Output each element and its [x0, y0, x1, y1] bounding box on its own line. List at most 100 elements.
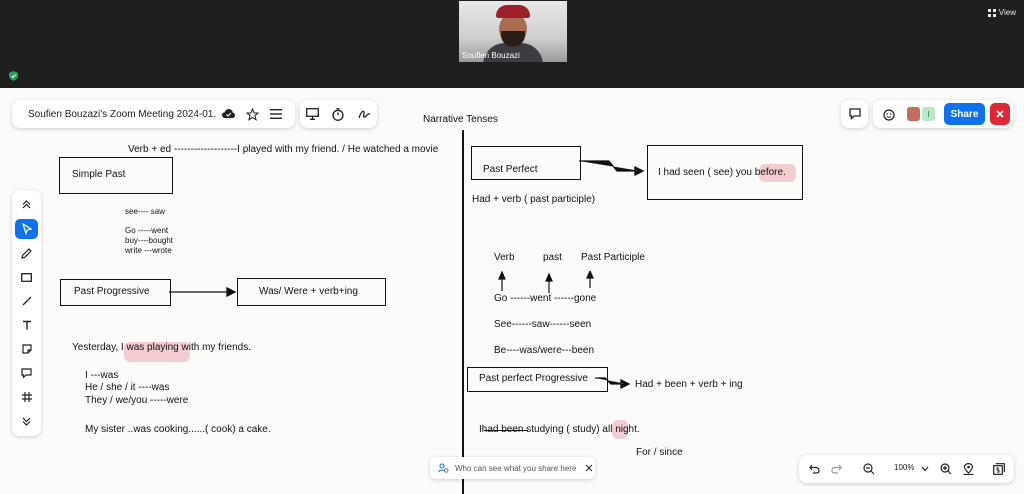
participant-avatar-initial[interactable]: I: [922, 107, 935, 121]
was-were-box: [237, 278, 386, 306]
line-tool[interactable]: [15, 291, 38, 311]
column-past: past: [543, 252, 562, 263]
was-were-rule: Was/ Were + verb+ing: [259, 286, 358, 297]
comment-tool-icon: [21, 368, 32, 378]
undo-button[interactable]: [804, 459, 824, 479]
share-visibility-toast: Who can see what you share here: [430, 457, 595, 479]
had-been-studying-example: Ihad been studying ( study) all night.: [479, 424, 640, 435]
video-person-beard: [501, 31, 525, 47]
meeting-top-bar: Soufien Bouzazi View: [0, 0, 1024, 88]
comment-icon: [848, 108, 861, 120]
location-pin-icon: [963, 463, 973, 475]
view-button[interactable]: View: [987, 8, 1016, 17]
locate-button[interactable]: [958, 459, 978, 479]
participant-name: Soufien Bouzazi: [462, 51, 520, 60]
column-past-participle: Past Participle: [581, 252, 645, 263]
center-divider-line: [462, 130, 464, 494]
share-button[interactable]: Share: [944, 103, 985, 125]
my-sister-example: My sister ..was cooking......( cook) a c…: [85, 424, 271, 435]
board-heading: Narrative Tenses: [423, 114, 498, 125]
video-person-body: [483, 43, 543, 62]
whiteboard-tools-bar: [300, 100, 377, 128]
highlight-was-playing: [124, 342, 190, 362]
participant-video[interactable]: Soufien Bouzazi: [459, 1, 567, 62]
highlight-all: [612, 420, 628, 439]
had-verb-rule: Had + verb ( past participle): [472, 194, 596, 205]
simple-past-label: Simple Past: [72, 169, 126, 180]
collapse-toolbar-button[interactable]: [15, 194, 38, 214]
security-shield-icon[interactable]: [9, 71, 18, 81]
comment-tool[interactable]: [15, 363, 38, 383]
zoom-in-button[interactable]: [936, 459, 956, 479]
past-perfect-progressive-box: [467, 367, 608, 392]
comments-button[interactable]: [841, 100, 868, 128]
participant-avatar-photo[interactable]: [907, 107, 920, 121]
had-been-rule: Had + been + verb + ing: [635, 379, 743, 390]
hamburger-menu-icon[interactable]: [264, 102, 288, 126]
star-icon[interactable]: [240, 102, 264, 126]
column-arrows: [498, 271, 594, 293]
close-icon: [996, 110, 1004, 118]
they-we-you-were: They / we/you -----were: [85, 395, 189, 406]
simple-past-box: [59, 157, 173, 194]
left-toolbar: [12, 190, 41, 436]
highlight-before: [759, 164, 796, 182]
sticky-note-icon: [21, 344, 32, 354]
past-perfect-progressive-arrow: [595, 377, 631, 389]
zoom-controls-bar: 100%: [799, 455, 1014, 483]
past-progressive-label: Past Progressive: [74, 286, 150, 297]
yesterday-example: Yesterday, I was playing with my friends…: [72, 342, 251, 353]
had-seen-example: I had seen ( see) you before.: [658, 167, 786, 178]
zoom-dropdown-button[interactable]: [915, 459, 935, 479]
pages-icon: [993, 463, 1005, 475]
write-wrote: write ---wrote: [125, 246, 172, 255]
be-row: Be----was/were---been: [494, 345, 595, 356]
select-tool[interactable]: [15, 219, 38, 239]
past-perfect-progressive-label: Past perfect Progressive: [479, 373, 588, 384]
whiteboard-title[interactable]: Soufien Bouzazi's Zoom Meeting 2024-01..…: [28, 108, 216, 120]
timer-icon[interactable]: [326, 102, 350, 126]
present-icon[interactable]: [301, 102, 325, 126]
collaboration-bar: I Share: [873, 100, 1013, 128]
pages-button[interactable]: [989, 459, 1009, 479]
pencil-icon: [21, 247, 32, 259]
chevrons-up-icon: [22, 199, 31, 208]
chevrons-down-icon: [22, 417, 31, 426]
undo-icon: [808, 464, 820, 474]
go-row: Go ------went ------gone: [494, 293, 597, 304]
cursor-icon: [21, 223, 32, 235]
close-toast-icon[interactable]: [585, 464, 593, 472]
chevron-down-icon: [921, 466, 929, 472]
shape-tool[interactable]: [15, 267, 38, 287]
zoom-level[interactable]: 100%: [894, 463, 915, 472]
pen-tool[interactable]: [15, 243, 38, 263]
redo-icon: [830, 464, 842, 474]
cloud-save-icon[interactable]: [216, 102, 240, 126]
toast-text: Who can see what you share here: [455, 463, 577, 473]
video-person-cap: [496, 5, 530, 18]
verb-ed-rule: Verb + ed -------------------I played wi…: [128, 144, 439, 155]
grid-view-icon: [987, 8, 996, 17]
see-saw: see---- saw: [125, 207, 166, 216]
go-went: Go -----went: [125, 226, 169, 235]
had-seen-box: [647, 145, 803, 200]
buy-bought: buy----bought: [125, 236, 174, 245]
zoom-out-button[interactable]: [859, 459, 879, 479]
past-perfect-box: [471, 146, 581, 180]
people-icon: [438, 463, 449, 473]
past-perfect-label: Past Perfect: [483, 164, 538, 175]
column-verb: Verb: [494, 252, 515, 263]
ink-icon[interactable]: [352, 102, 376, 126]
for-since: For / since: [636, 447, 683, 458]
zoom-out-icon: [863, 463, 875, 475]
more-tools-button[interactable]: [15, 411, 38, 431]
sticky-note-tool[interactable]: [15, 339, 38, 359]
redo-button[interactable]: [826, 459, 846, 479]
frame-tool[interactable]: [15, 387, 38, 407]
close-whiteboard-button[interactable]: [990, 103, 1010, 125]
he-she-it-was: He / she / it ----was: [85, 382, 170, 393]
reactions-icon[interactable]: [877, 102, 901, 126]
text-tool[interactable]: [15, 315, 38, 335]
i-was: I ---was: [85, 370, 119, 381]
whiteboard-title-bar: Soufien Bouzazi's Zoom Meeting 2024-01..…: [12, 100, 295, 128]
